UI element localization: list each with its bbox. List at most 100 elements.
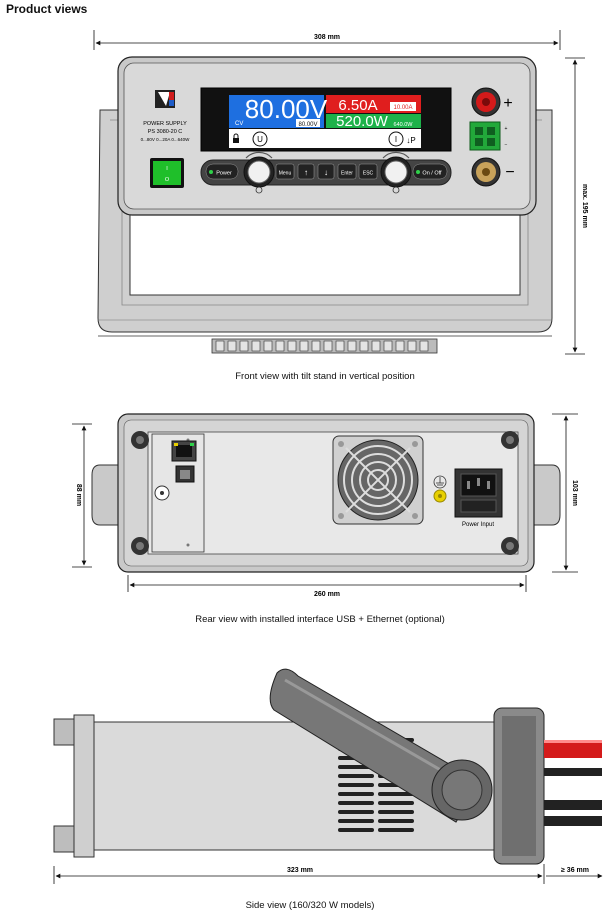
ethernet-port[interactable] <box>171 440 197 462</box>
rear-right-height-dim-label: 103 mm <box>571 480 578 506</box>
brand-logo <box>155 90 175 108</box>
rear-left-height-dim-label: 88 mm <box>75 484 82 506</box>
foot-slot <box>239 340 249 352</box>
rear-view-caption: Rear view with installed interface USB +… <box>195 614 445 625</box>
foot-slot <box>263 340 273 352</box>
foot-slot <box>383 340 393 352</box>
front-view: 308 mm max. 195 mm POWER SUPPLY PS 3080-… <box>93 30 588 355</box>
front-display: 80.00V CV 80.00V 6.50A 10.00A 520.0W 640… <box>200 87 452 152</box>
power-button[interactable]: Power <box>205 163 239 180</box>
up-button-label: ↑ <box>304 168 308 177</box>
foot-slot <box>275 340 285 352</box>
vent-slot <box>338 828 374 832</box>
menu-button[interactable]: Menu <box>275 163 295 180</box>
voltage-set: 80.00V <box>298 122 317 128</box>
foot-slot <box>215 340 225 352</box>
negative-output-terminal[interactable] <box>471 157 501 187</box>
model-label-line1: POWER SUPPLY <box>143 121 187 127</box>
side-length-dim-label: 323 mm <box>287 867 313 874</box>
side-view-caption: Side view (160/320 W models) <box>245 900 375 911</box>
knob-i-label: I <box>395 135 397 144</box>
side-view: 323 mm ≥ 36 mm <box>53 668 603 884</box>
mains-switch[interactable]: I O <box>150 158 184 188</box>
vent-slot <box>338 783 374 787</box>
enter-button[interactable]: Enter <box>337 163 357 180</box>
knob-u-label: U <box>257 135 263 144</box>
negative-sign: − <box>505 164 514 181</box>
positive-output-terminal[interactable] <box>471 87 501 117</box>
front-width-dim-label: 308 mm <box>314 34 340 41</box>
black-cable-3 <box>544 816 602 826</box>
black-cable-1 <box>544 768 602 776</box>
usb-port[interactable] <box>175 465 195 483</box>
vent-slot <box>338 792 374 796</box>
current-set: 10.00A <box>393 105 412 111</box>
switch-on-label: I <box>166 166 168 172</box>
foot-slot <box>335 340 345 352</box>
knob-u-indicator <box>252 131 268 147</box>
foot-slot <box>299 340 309 352</box>
esc-button-label: ESC <box>363 171 374 177</box>
power-actual: 520.0W <box>336 113 389 130</box>
left-rotary-knob[interactable] <box>243 151 275 194</box>
rear-view: 88 mm 103 mm 260 mm <box>72 413 578 598</box>
esc-button[interactable]: ESC <box>358 163 378 180</box>
current-actual: 6.50A <box>338 97 377 114</box>
vent-slot <box>378 801 414 805</box>
front-height-dim-label: max. 195 mm <box>581 184 588 228</box>
sense-minus-label: − <box>505 142 508 148</box>
power-symbol: ↓P <box>406 136 415 145</box>
vent-slot <box>338 819 374 823</box>
regulation-mode: CV <box>235 121 243 127</box>
down-button[interactable]: ↓ <box>317 163 335 180</box>
vent-slot <box>378 819 414 823</box>
interface-card <box>151 433 205 553</box>
positive-sign: + <box>503 95 512 112</box>
switch-off-label: O <box>165 177 170 183</box>
side-extra-dim-label: ≥ 36 mm <box>561 867 589 874</box>
page-heading: Product views <box>6 2 88 16</box>
foot-slot <box>371 340 381 352</box>
power-button-label: Power <box>216 171 232 177</box>
vent-slot <box>338 774 374 778</box>
foot-slot <box>311 340 321 352</box>
model-label-line2: PS 3080-20 C <box>148 129 183 135</box>
black-cable-2 <box>544 800 602 810</box>
fan-grille <box>332 435 424 525</box>
foot-slot <box>251 340 261 352</box>
down-button-label: ↓ <box>324 168 328 177</box>
vent-slot <box>338 810 374 814</box>
rear-corner-feet <box>131 431 519 555</box>
foot-slot <box>287 340 297 352</box>
enter-button-label: Enter <box>341 171 353 177</box>
tilt-stand <box>97 109 553 333</box>
foot-slot <box>323 340 333 352</box>
foot-slot <box>227 340 237 352</box>
power-set: 640.0W <box>394 122 414 128</box>
lock-icon <box>233 133 239 143</box>
foot-slot <box>419 340 429 352</box>
foot-slot <box>359 340 369 352</box>
front-feet <box>211 338 438 354</box>
vent-slot <box>378 828 414 832</box>
right-rotary-knob[interactable] <box>380 151 412 194</box>
knob-i-indicator <box>388 131 404 147</box>
model-label-line3: 0...80V 0...20A 0...640W <box>141 137 191 142</box>
menu-button-label: Menu <box>279 171 292 177</box>
power-input-label: Power Input <box>462 522 494 528</box>
side-handle <box>269 668 493 823</box>
sense-plus-label: + <box>505 126 508 132</box>
front-view-caption: Front view with tilt stand in vertical p… <box>235 371 415 382</box>
foot-slot <box>347 340 357 352</box>
on-off-button[interactable]: On / Off <box>412 163 448 180</box>
vent-slot <box>378 810 414 814</box>
on-off-button-label: On / Off <box>422 171 442 177</box>
up-button[interactable]: ↑ <box>297 163 315 180</box>
sense-connector[interactable] <box>469 121 501 151</box>
power-inlet[interactable] <box>454 468 503 518</box>
ground-symbol-icon <box>433 475 447 489</box>
rear-width-dim-label: 260 mm <box>314 591 340 598</box>
vent-slot <box>338 801 374 805</box>
red-cable <box>544 740 602 758</box>
